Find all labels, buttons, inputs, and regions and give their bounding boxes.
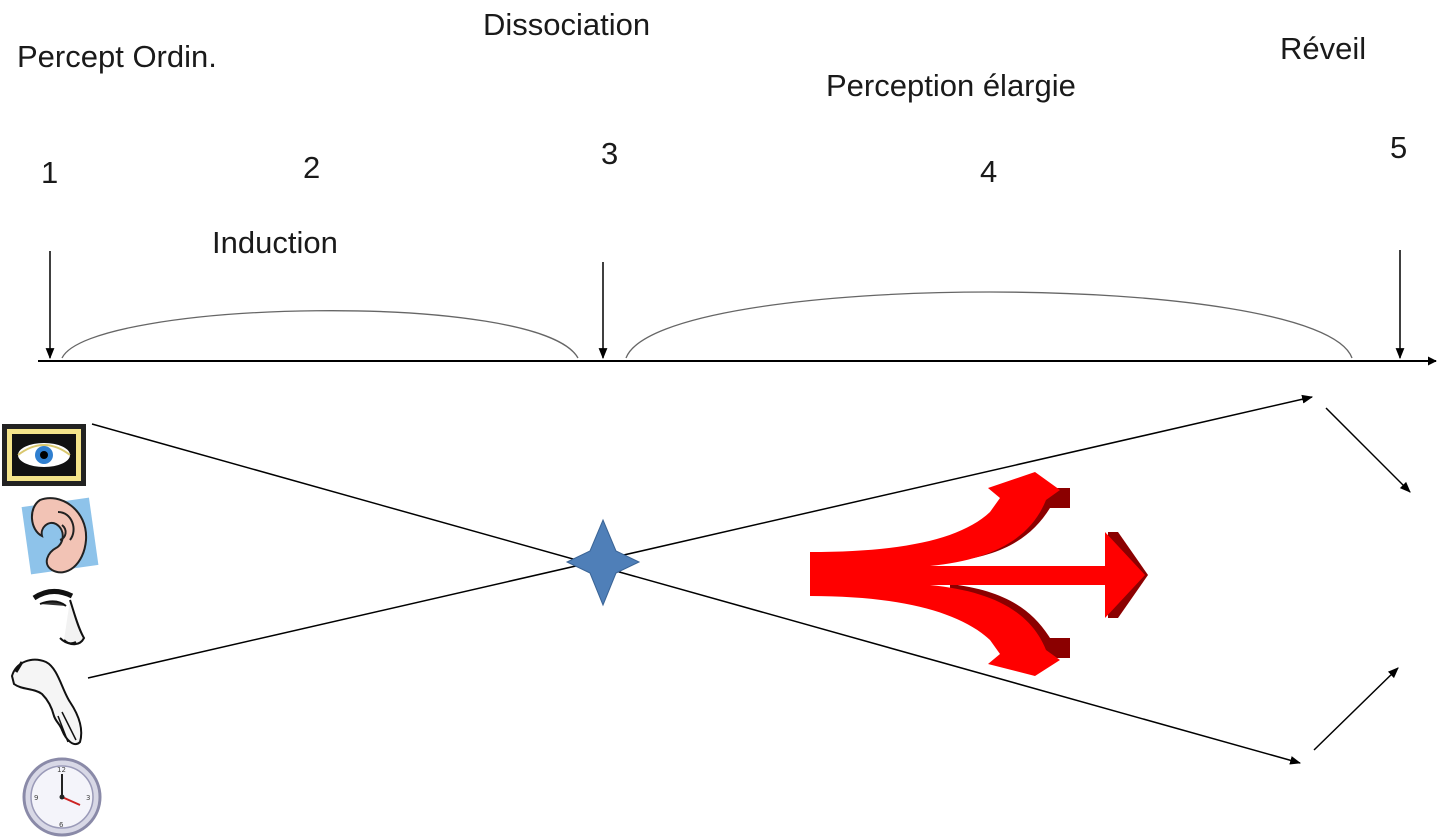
induction-arc — [61, 310, 579, 359]
svg-text:9: 9 — [34, 794, 38, 802]
label-dissociation: Dissociation — [483, 7, 651, 42]
label-reveil: Réveil — [1280, 31, 1367, 66]
three-headed-red-arrow-icon — [810, 472, 1148, 676]
stage-number-5: 5 — [1390, 130, 1408, 165]
perception-arc — [625, 291, 1353, 359]
eye-picture-icon — [2, 424, 86, 486]
exit-arrow-up — [1313, 667, 1399, 751]
stage-number-3: 3 — [601, 136, 619, 171]
ear-icon — [21, 497, 99, 575]
label-percept-ordin: Percept Ordin. — [17, 39, 217, 74]
hand-icon — [10, 658, 83, 746]
four-point-star-icon — [565, 518, 641, 607]
svg-text:6: 6 — [59, 821, 64, 829]
converging-line-lower — [87, 394, 1314, 679]
svg-text:12: 12 — [57, 766, 66, 774]
stage-number-1: 1 — [41, 155, 59, 190]
label-perception-elargie: Perception élargie — [826, 68, 1076, 103]
converging-line-upper — [91, 423, 1302, 765]
exit-arrow-down — [1325, 407, 1411, 493]
svg-text:3: 3 — [86, 794, 90, 802]
stage-number-4: 4 — [980, 154, 998, 189]
stage-number-2: 2 — [303, 150, 321, 185]
clock-icon: 12 3 6 9 — [22, 757, 102, 837]
label-induction: Induction — [212, 225, 338, 260]
nose-icon — [32, 589, 86, 646]
